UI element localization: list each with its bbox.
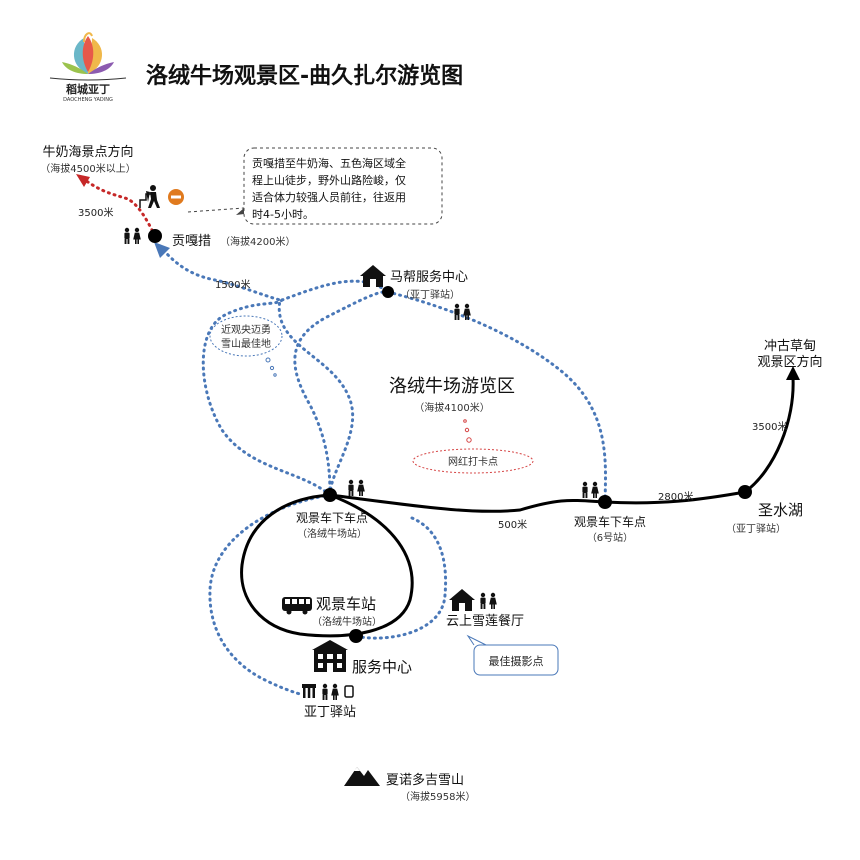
distance-2800: 2800米 bbox=[658, 490, 693, 503]
node-dropoff-b bbox=[598, 495, 612, 509]
lotus-logo-icon bbox=[62, 32, 114, 74]
bubble-checkin-text: 网红打卡点 bbox=[448, 455, 498, 468]
house-icon bbox=[449, 589, 475, 611]
service-building-icon bbox=[312, 640, 348, 672]
place-bus-station-sub: （洛绒牛场站） bbox=[312, 615, 382, 628]
node-mabang bbox=[382, 286, 394, 298]
toilet-icon bbox=[124, 228, 140, 244]
hiking-trail-arrow bbox=[76, 174, 90, 187]
place-gonggacuo-altitude: （海拔4200米） bbox=[220, 235, 295, 248]
toilet-icon bbox=[480, 593, 496, 609]
place-niunaihai: 牛奶海景点方向 bbox=[42, 144, 133, 160]
logo-subtext: DAOCHENG YADING bbox=[63, 97, 113, 103]
photo-spot-text: 最佳摄影点 bbox=[489, 654, 544, 668]
node-dropoff-a bbox=[323, 488, 337, 502]
place-service: 服务中心 bbox=[352, 658, 412, 676]
place-yading-post: 亚丁驿站 bbox=[304, 705, 356, 720]
place-mabang: 马帮服务中心 bbox=[390, 269, 468, 285]
bubble-viewpoint: 近观央迈勇 雪山最佳地 bbox=[209, 315, 283, 377]
toilet-icon bbox=[348, 480, 364, 496]
distance-500: 500米 bbox=[498, 518, 527, 531]
post-icon bbox=[302, 684, 316, 698]
mountain-icon bbox=[344, 767, 380, 786]
hike-note-line1: 贡嘎措至牛奶海、五色海区域全 bbox=[252, 156, 406, 170]
place-restaurant: 云上雪莲餐厅 bbox=[446, 613, 524, 629]
place-mabang-sub: （亚丁驿站） bbox=[400, 288, 460, 301]
place-luorong: 洛绒牛场游览区 bbox=[389, 376, 515, 397]
route-nodes bbox=[148, 229, 752, 643]
page-title: 洛绒牛场观景区-曲久扎尔游览图 bbox=[146, 63, 463, 89]
node-shengshuihu bbox=[738, 485, 752, 499]
house-icon bbox=[360, 265, 386, 287]
node-bus-station bbox=[349, 629, 363, 643]
place-chonggu-line2: 观景区方向 bbox=[757, 354, 822, 370]
hike-note-box bbox=[243, 147, 443, 225]
place-gonggacuo: 贡嘎措 bbox=[172, 234, 211, 249]
no-entry-icon bbox=[168, 189, 184, 205]
place-shengshuihu-sub: （亚丁驿站） bbox=[726, 522, 786, 535]
bus-road bbox=[240, 376, 795, 638]
place-xianuo: 夏诺多吉雪山 bbox=[386, 772, 464, 788]
node-gonggacuo bbox=[148, 229, 162, 243]
note-leader bbox=[187, 207, 245, 213]
bubble-viewpoint-line2: 雪山最佳地 bbox=[221, 337, 271, 350]
place-xianuo-altitude: （海拔5958米） bbox=[400, 790, 475, 803]
place-shengshuihu: 圣水湖 bbox=[758, 501, 803, 519]
hike-note-line3: 适合体力较强人员前往，往返用 bbox=[252, 190, 406, 204]
place-dropoff-a-sub: （洛绒牛场站） bbox=[297, 527, 367, 540]
place-niunaihai-altitude: （海拔4500米以上） bbox=[40, 162, 135, 175]
hike-note-line4: 时4-5小时。 bbox=[252, 208, 314, 221]
toilet-icon bbox=[322, 684, 338, 700]
luggage-icon bbox=[344, 685, 354, 698]
place-luorong-altitude: （海拔4100米） bbox=[414, 401, 489, 414]
distance-3500-right: 3500米 bbox=[752, 420, 787, 433]
bubble-checkin: 网红打卡点 bbox=[412, 419, 534, 474]
walking-trails bbox=[158, 244, 607, 696]
bus-icon bbox=[282, 597, 312, 615]
hiking-trail bbox=[83, 178, 157, 238]
place-chonggu-line1: 冲古草甸 bbox=[764, 339, 816, 354]
hiker-icon bbox=[139, 185, 160, 208]
photo-spot-box bbox=[473, 644, 559, 676]
place-dropoff-b: 观景车下车点 bbox=[574, 514, 646, 529]
walking-trail-arrow bbox=[154, 242, 170, 258]
toilet-icon bbox=[582, 482, 598, 498]
distance-1500: 1500米 bbox=[215, 278, 250, 291]
distance-3500-top: 3500米 bbox=[78, 206, 113, 219]
logo: 稻城亚丁 DAOCHENG YADING bbox=[49, 32, 127, 103]
place-bus-station: 观景车站 bbox=[316, 595, 376, 613]
place-dropoff-b-sub: （6号站） bbox=[587, 531, 633, 544]
road-arrow bbox=[786, 366, 800, 380]
toilet-icon bbox=[454, 304, 470, 320]
place-dropoff-a: 观景车下车点 bbox=[296, 510, 368, 525]
bubble-viewpoint-line1: 近观央迈勇 bbox=[221, 323, 271, 336]
logo-text: 稻城亚丁 bbox=[66, 82, 110, 96]
hike-note-line2: 程上山徒步，野外山路险峻，仅 bbox=[252, 173, 406, 187]
